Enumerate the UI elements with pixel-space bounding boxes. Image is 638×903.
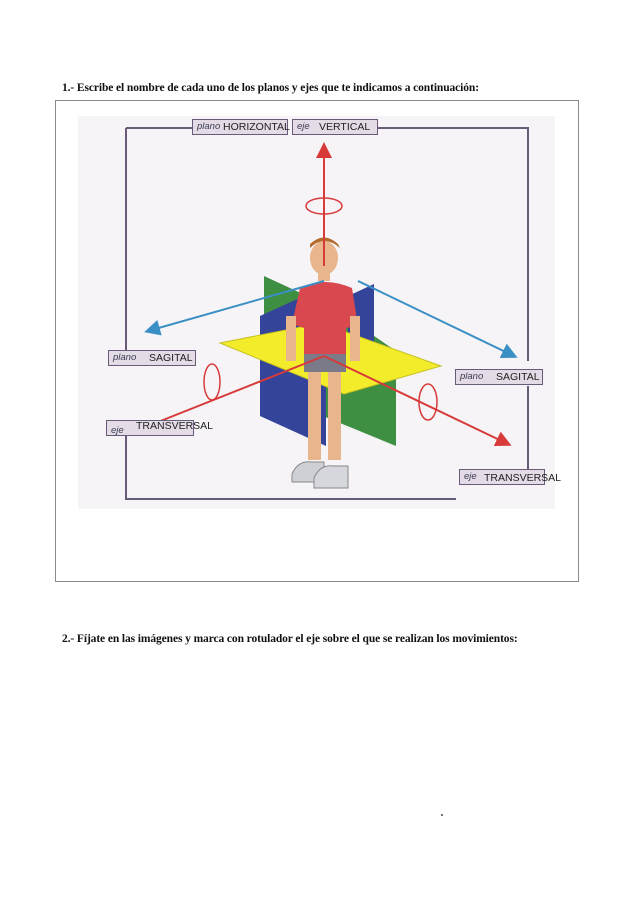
eje-left-label: eje TRANSVERSAL bbox=[106, 420, 213, 436]
eje-left-answer[interactable]: TRANSVERSAL bbox=[136, 420, 214, 432]
sagittal-axis-left bbox=[144, 280, 325, 336]
sagittal-axis-right bbox=[357, 280, 518, 359]
plano-right-label: plano SAGITAL bbox=[455, 369, 543, 385]
transverse-axis-left bbox=[147, 355, 325, 427]
transverse-rotation bbox=[418, 383, 438, 421]
eje-right-label: eje TRANSVERSAL bbox=[459, 469, 561, 485]
plano-left-label: plano SAGITAL bbox=[108, 350, 196, 366]
plano-left-answer[interactable]: SAGITAL bbox=[149, 352, 193, 364]
diagram-frame bbox=[55, 100, 579, 582]
question-1-text: 1.- Escribe el nombre de cada uno de los… bbox=[62, 82, 479, 94]
plano-right-answer[interactable]: SAGITAL bbox=[496, 371, 540, 383]
eje-right-answer[interactable]: TRANSVERSAL bbox=[484, 472, 562, 484]
plano-top-label: plano HORIZONTAL bbox=[192, 119, 290, 135]
stray-dot bbox=[441, 814, 443, 816]
body-planes-illustration bbox=[78, 116, 555, 509]
transverse-axis-right bbox=[323, 355, 512, 447]
plano-top-answer[interactable]: HORIZONTAL bbox=[223, 121, 290, 133]
eje-top-label: eje VERTICAL bbox=[292, 119, 378, 135]
person-figure bbox=[286, 237, 360, 489]
question-2-text: 2.- Fíjate en las imágenes y marca con r… bbox=[62, 633, 518, 645]
eje-top-answer[interactable]: VERTICAL bbox=[319, 121, 371, 133]
vertical-rotation bbox=[305, 197, 343, 215]
sagittal-rotation bbox=[203, 363, 221, 401]
